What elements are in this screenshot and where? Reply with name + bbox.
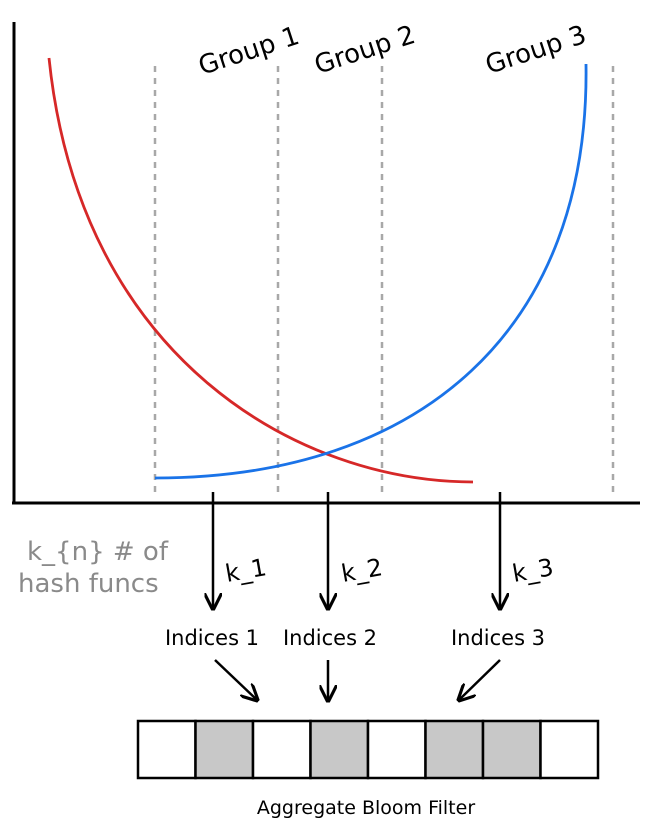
bloom-filter-array bbox=[136, 719, 600, 780]
group-label-3: Group 3 bbox=[482, 20, 590, 81]
bloom-cell-empty bbox=[539, 719, 600, 780]
k-label-2: k_2 bbox=[339, 553, 384, 588]
indices-label-3: Indices 3 bbox=[451, 626, 545, 650]
k-label-1: k_1 bbox=[223, 553, 268, 588]
group-label-1: Group 1 bbox=[195, 21, 303, 82]
bloom-cell-empty bbox=[251, 719, 312, 780]
bloom-cell-empty bbox=[366, 719, 427, 780]
side-caption-line2: hash funcs bbox=[18, 569, 159, 599]
merge-arrow-1 bbox=[214, 659, 256, 699]
red-decreasing-curve bbox=[47, 57, 474, 484]
bloom-cell-set bbox=[424, 719, 485, 780]
bloom-cell-empty bbox=[136, 719, 197, 780]
bloom-cell-set bbox=[309, 719, 370, 780]
bloom-filter-label: Aggregate Bloom Filter bbox=[257, 797, 475, 819]
k-label-3: k_3 bbox=[510, 553, 555, 588]
indices-label-2: Indices 2 bbox=[283, 626, 377, 650]
bloom-cell-set bbox=[194, 719, 255, 780]
merge-arrow-3 bbox=[460, 659, 501, 699]
blue-increasing-curve bbox=[154, 63, 588, 480]
indices-label-1: Indices 1 bbox=[165, 626, 259, 650]
bloom-cell-set bbox=[481, 719, 542, 780]
side-caption-line1: k_{n} # of bbox=[27, 537, 169, 567]
group-label-2: Group 2 bbox=[311, 20, 419, 81]
